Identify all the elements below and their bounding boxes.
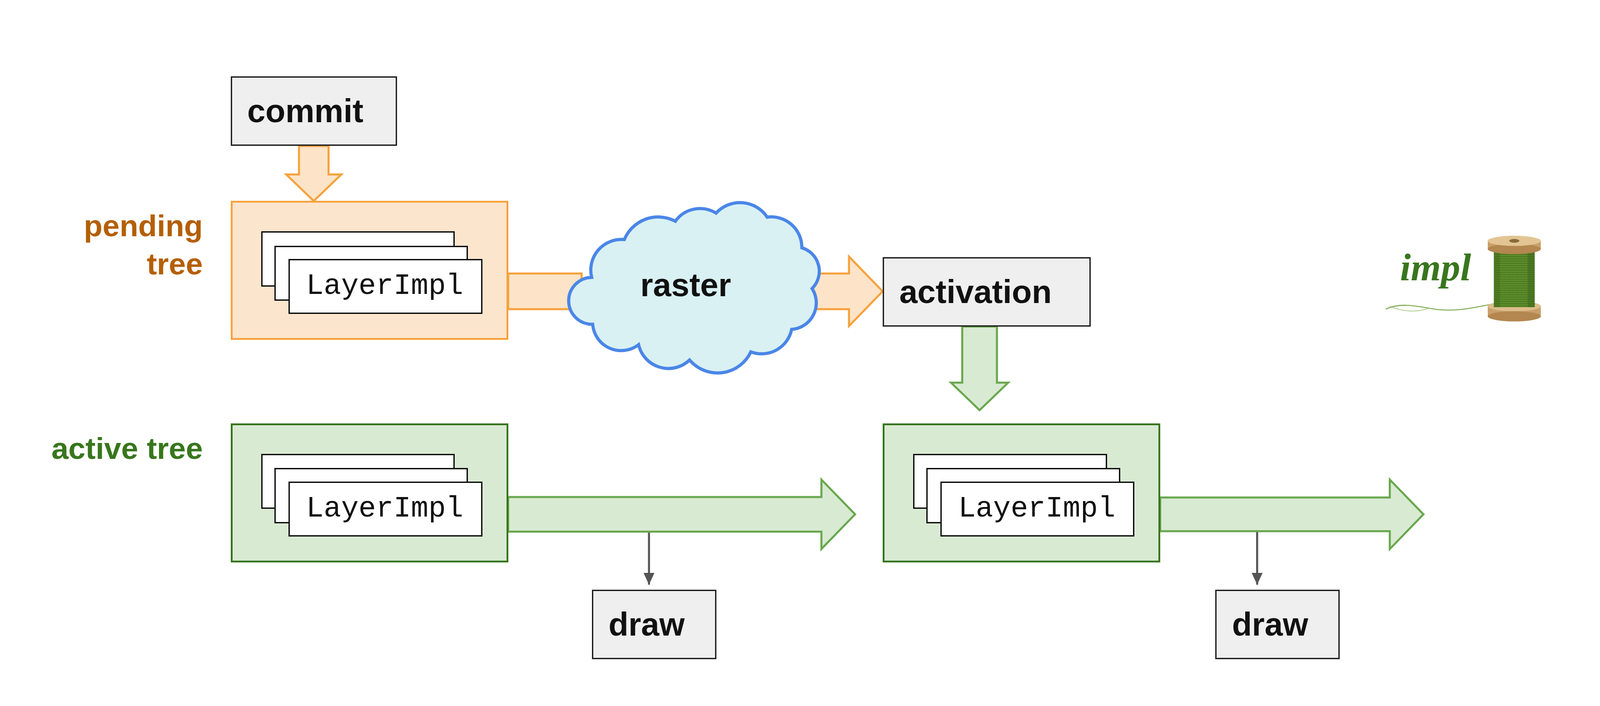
- layer-label: LayerImpl: [306, 270, 464, 303]
- box-label: draw: [1232, 606, 1309, 643]
- tree-heading: pending tree: [49, 206, 204, 283]
- trailing-flow-arrow: [1160, 479, 1424, 550]
- flow-arrow: [950, 326, 1009, 411]
- active-tree-box: LayerImpl: [882, 423, 1161, 562]
- thread-spool: [1385, 235, 1541, 322]
- layer-label: LayerImpl: [958, 492, 1116, 525]
- process-box: commit: [230, 76, 398, 146]
- layer-label: LayerImpl: [306, 492, 464, 525]
- pending-tree-box: pending treeLayerImpl: [230, 200, 509, 340]
- layer-card: LayerImpl: [940, 481, 1135, 537]
- raster-cloud: raster: [561, 200, 827, 370]
- flow-arrow: [508, 479, 856, 550]
- flow-arrow: [286, 145, 342, 201]
- active-tree-box: active treeLayerImpl: [230, 423, 509, 562]
- box-label: draw: [608, 606, 685, 643]
- draw-box: draw: [1215, 589, 1340, 660]
- process-box: activation: [882, 257, 1091, 327]
- layer-card: LayerImpl: [288, 258, 483, 314]
- box-label: commit: [247, 93, 364, 130]
- layer-card: LayerImpl: [288, 481, 483, 537]
- box-label: activation: [899, 273, 1052, 310]
- tree-heading: active tree: [49, 429, 204, 468]
- draw-box: draw: [591, 589, 717, 660]
- cloud-label: raster: [640, 267, 732, 304]
- impl-label: impl: [1400, 248, 1471, 287]
